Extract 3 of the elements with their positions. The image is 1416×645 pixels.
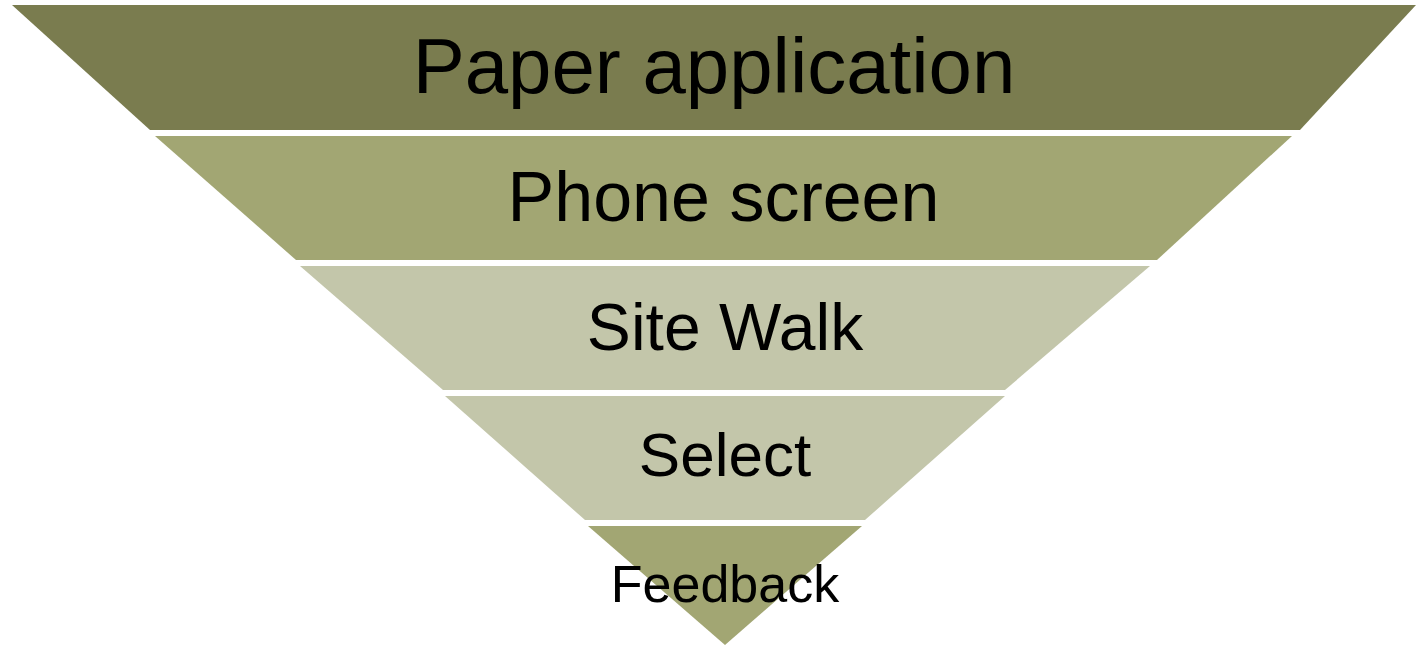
stage-label: Site Walk: [586, 294, 864, 360]
stage-label: Phone screen: [507, 162, 940, 232]
stage-label: Select: [638, 424, 812, 486]
